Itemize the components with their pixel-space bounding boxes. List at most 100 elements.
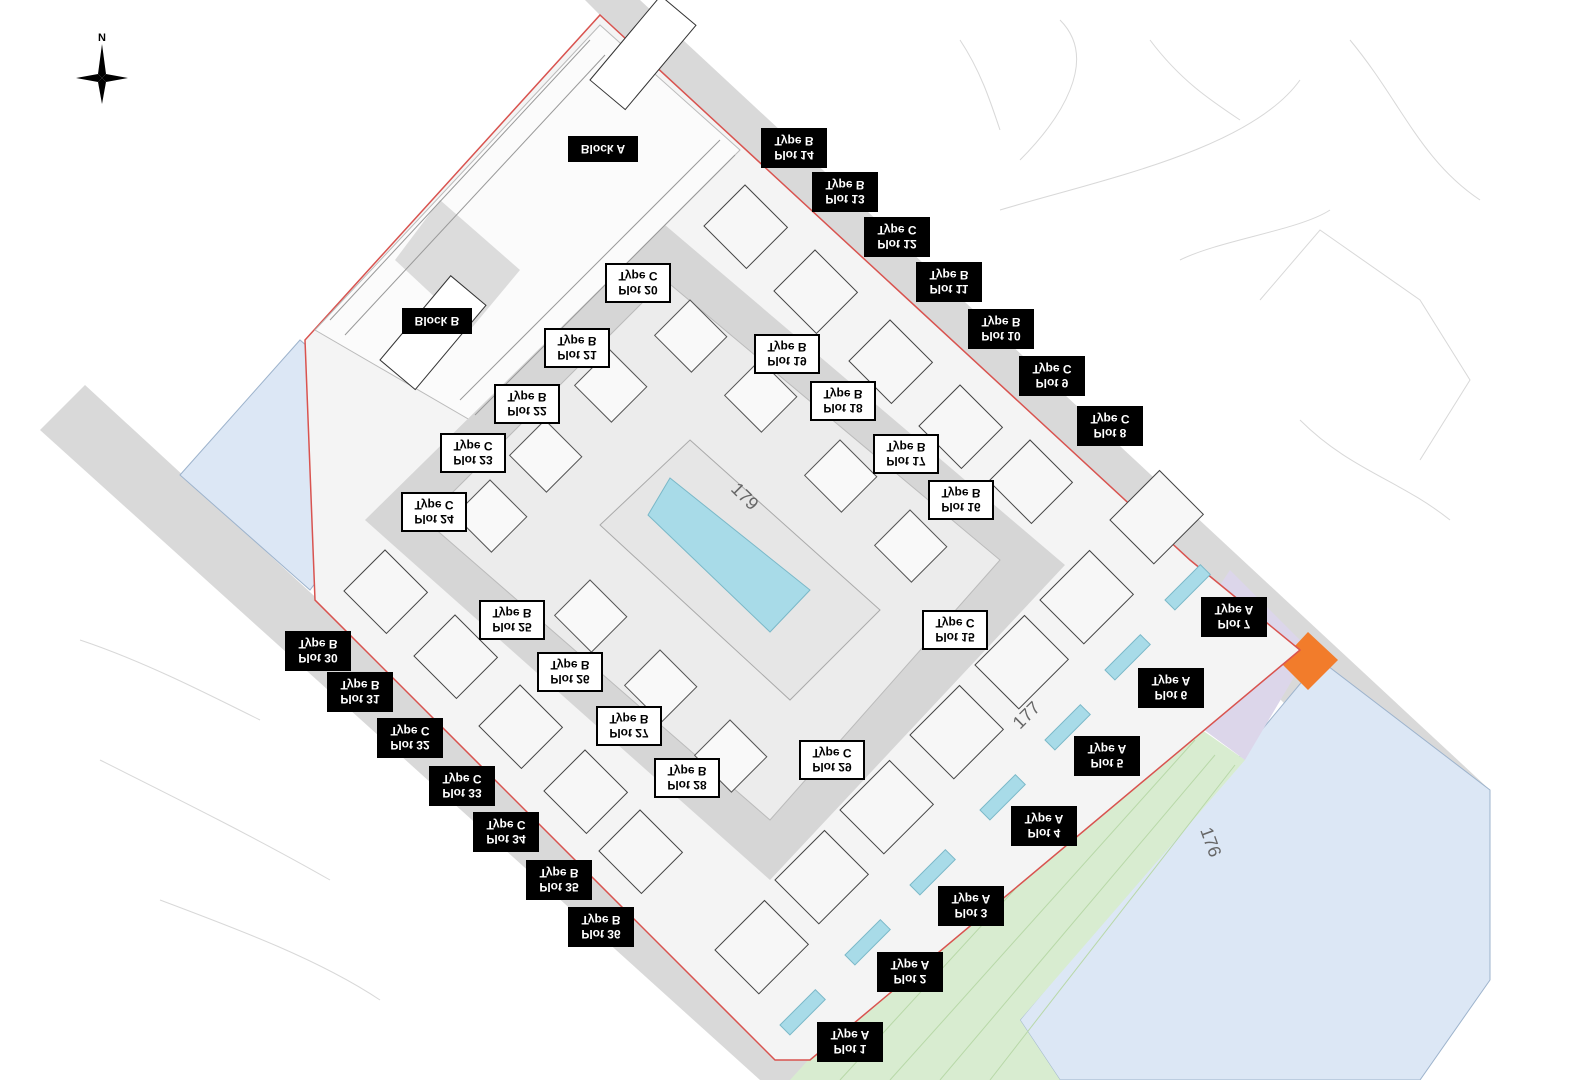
internal-road-blocks xyxy=(395,200,520,330)
plot-number: Plot 16 xyxy=(941,500,981,514)
plot-number: Plot 6 xyxy=(1154,688,1188,702)
plot-type: Type B xyxy=(539,866,579,880)
plot-number: Plot 9 xyxy=(1035,376,1069,390)
plot-type: Type C xyxy=(453,439,493,453)
plot-type: Type B xyxy=(340,678,380,692)
plot-type: Type B xyxy=(557,334,597,348)
plot-type: Type A xyxy=(890,958,930,972)
north-compass: N xyxy=(70,32,134,112)
plot-number: Plot 27 xyxy=(609,726,649,740)
plot-type: Type C xyxy=(1032,362,1072,376)
plot-type: Type C xyxy=(935,616,975,630)
plot-type: Type B xyxy=(298,637,338,651)
plot-number: Plot 32 xyxy=(390,738,430,752)
plot-number: Plot 36 xyxy=(581,927,621,941)
plot-number: Plot 23 xyxy=(453,453,493,467)
plot-type: Type B xyxy=(507,390,547,404)
plot-type: Type B xyxy=(581,913,621,927)
plot-number: Plot 30 xyxy=(298,651,338,665)
north-east-villa-row xyxy=(703,184,1074,525)
plot-type: Type A xyxy=(1087,742,1127,756)
plot-number: Plot 28 xyxy=(667,778,707,792)
plot-number: Plot 35 xyxy=(539,880,579,894)
plot-number: Plot 17 xyxy=(886,454,926,468)
plot-number: Plot 8 xyxy=(1093,426,1127,440)
plot-type: Type B xyxy=(981,315,1021,329)
block-label-a[interactable]: Block A xyxy=(568,136,638,162)
plot-number: Plot 15 xyxy=(935,630,975,644)
plot-type: Type B xyxy=(941,486,981,500)
plot-type: Type B xyxy=(825,178,865,192)
plot-number: Plot 4 xyxy=(1027,826,1061,840)
plot-type: Type C xyxy=(390,724,430,738)
plot-type: Type B xyxy=(823,387,863,401)
plot-type: Type C xyxy=(877,223,917,237)
block-label-text: Block A xyxy=(580,142,626,156)
plot-type: Type B xyxy=(550,658,590,672)
plot-type: Type B xyxy=(667,764,707,778)
block-label-text: Block B xyxy=(414,314,460,328)
plot-number: Plot 24 xyxy=(414,512,454,526)
plot-type: Type B xyxy=(774,134,814,148)
plot-type: Type B xyxy=(492,606,532,620)
plot-number: Plot 29 xyxy=(812,760,852,774)
plot-type: Type C xyxy=(442,772,482,786)
block-label-b[interactable]: Block B xyxy=(402,308,472,334)
plot-number: Plot 1 xyxy=(833,1042,867,1056)
plot-number: Plot 21 xyxy=(557,348,597,362)
central-pool xyxy=(647,477,811,633)
plot-type: Type C xyxy=(812,746,852,760)
plot-number: Plot 13 xyxy=(825,192,865,206)
plot-number: Plot 14 xyxy=(774,148,814,162)
plot-type: Type B xyxy=(609,712,649,726)
plot-number: Plot 2 xyxy=(893,972,927,986)
plot-type: Type C xyxy=(1090,412,1130,426)
north-arrow-icon xyxy=(76,44,128,104)
plot-type: Type A xyxy=(951,892,991,906)
plot-number: Plot 3 xyxy=(954,906,988,920)
plot-type: Type C xyxy=(414,498,454,512)
plot-type: Type A xyxy=(1024,812,1064,826)
north-label: N xyxy=(98,32,106,44)
east-villa-pools xyxy=(779,563,1211,1036)
plot-number: Plot 22 xyxy=(507,404,547,418)
plot-number: Plot 20 xyxy=(618,283,658,297)
plot-number: Plot 19 xyxy=(767,354,807,368)
